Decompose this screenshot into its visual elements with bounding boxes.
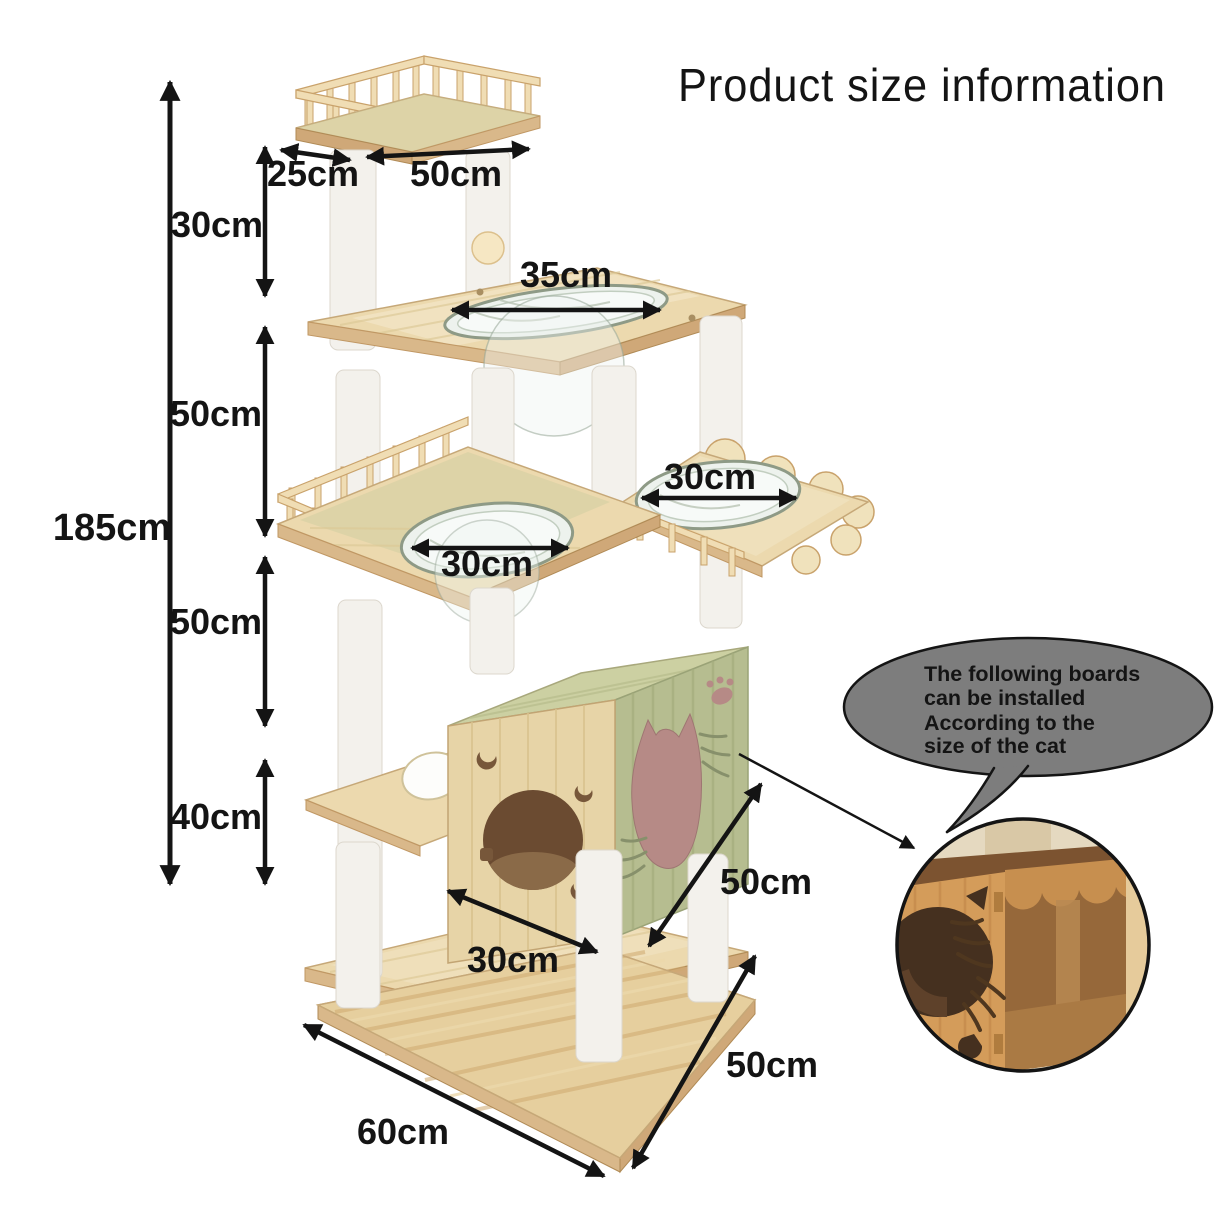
dim-house-width-label: 30cm [467,939,559,980]
dim-bowl-30-right-label: 30cm [664,456,756,497]
dim-top-width-label: 50cm [410,153,502,194]
dim-top-width: 50cm [365,140,531,194]
ball-toy [471,231,505,265]
dim-segment-30-label: 30cm [171,204,263,245]
callout-line-4: size of the cat [924,734,1066,758]
callout-line-1: The following boards [924,662,1140,686]
dim-bowl-30-left-label: 30cm [441,543,533,584]
dim-bowl-35: 35cm [450,254,662,320]
inset-detail-photo [895,817,1151,1073]
dim-segment-40: 40cm [170,758,275,886]
dim-top-depth: 25cm [267,143,359,194]
dim-base-width: 60cm [302,1022,606,1179]
cat-tree-illustration [275,55,875,1174]
callout-line-3: According to the [924,711,1095,735]
dim-segment-50b: 50cm [170,555,275,728]
dim-house-width: 30cm [446,888,599,980]
inset-circle-border [895,817,1151,1073]
dim-segment-40-label: 40cm [170,796,262,837]
dim-segment-50b-label: 50cm [170,601,262,642]
dim-house-height: 50cm [647,782,812,948]
dim-segment-30: 30cm [171,145,275,298]
dim-bowl-35-label: 35cm [520,254,612,295]
paw-print-cutout [706,676,734,705]
dim-total-height-label: 185cm [53,507,171,549]
cat-silhouette-cutout [631,712,703,869]
dim-top-depth-label: 25cm [267,153,359,194]
dim-house-height-label: 50cm [720,861,812,902]
dim-segment-50a: 50cm [170,325,275,538]
dim-bowl-30-right: 30cm [640,456,798,508]
page-title: Product size information [678,59,1166,111]
callout-line-2: can be installed [924,686,1085,710]
top-scratching-posts [329,149,511,351]
dim-base-depth: 50cm [631,954,818,1170]
dim-total-height: 185cm [53,79,181,887]
top-platform [295,55,541,165]
dim-bowl-30-left: 30cm [410,538,570,584]
dim-base-depth-label: 50cm [726,1044,818,1085]
inset-pointer-arrow [738,752,916,850]
dim-segment-50a-label: 50cm [170,393,262,434]
dimension-annotations: 185cm 30cm 50cm 50cm 40cm 25cm 50cm 35c [53,79,818,1179]
callout-bubble: The following boards can be installed Ac… [842,636,1214,834]
dim-base-width-label: 60cm [357,1111,449,1152]
